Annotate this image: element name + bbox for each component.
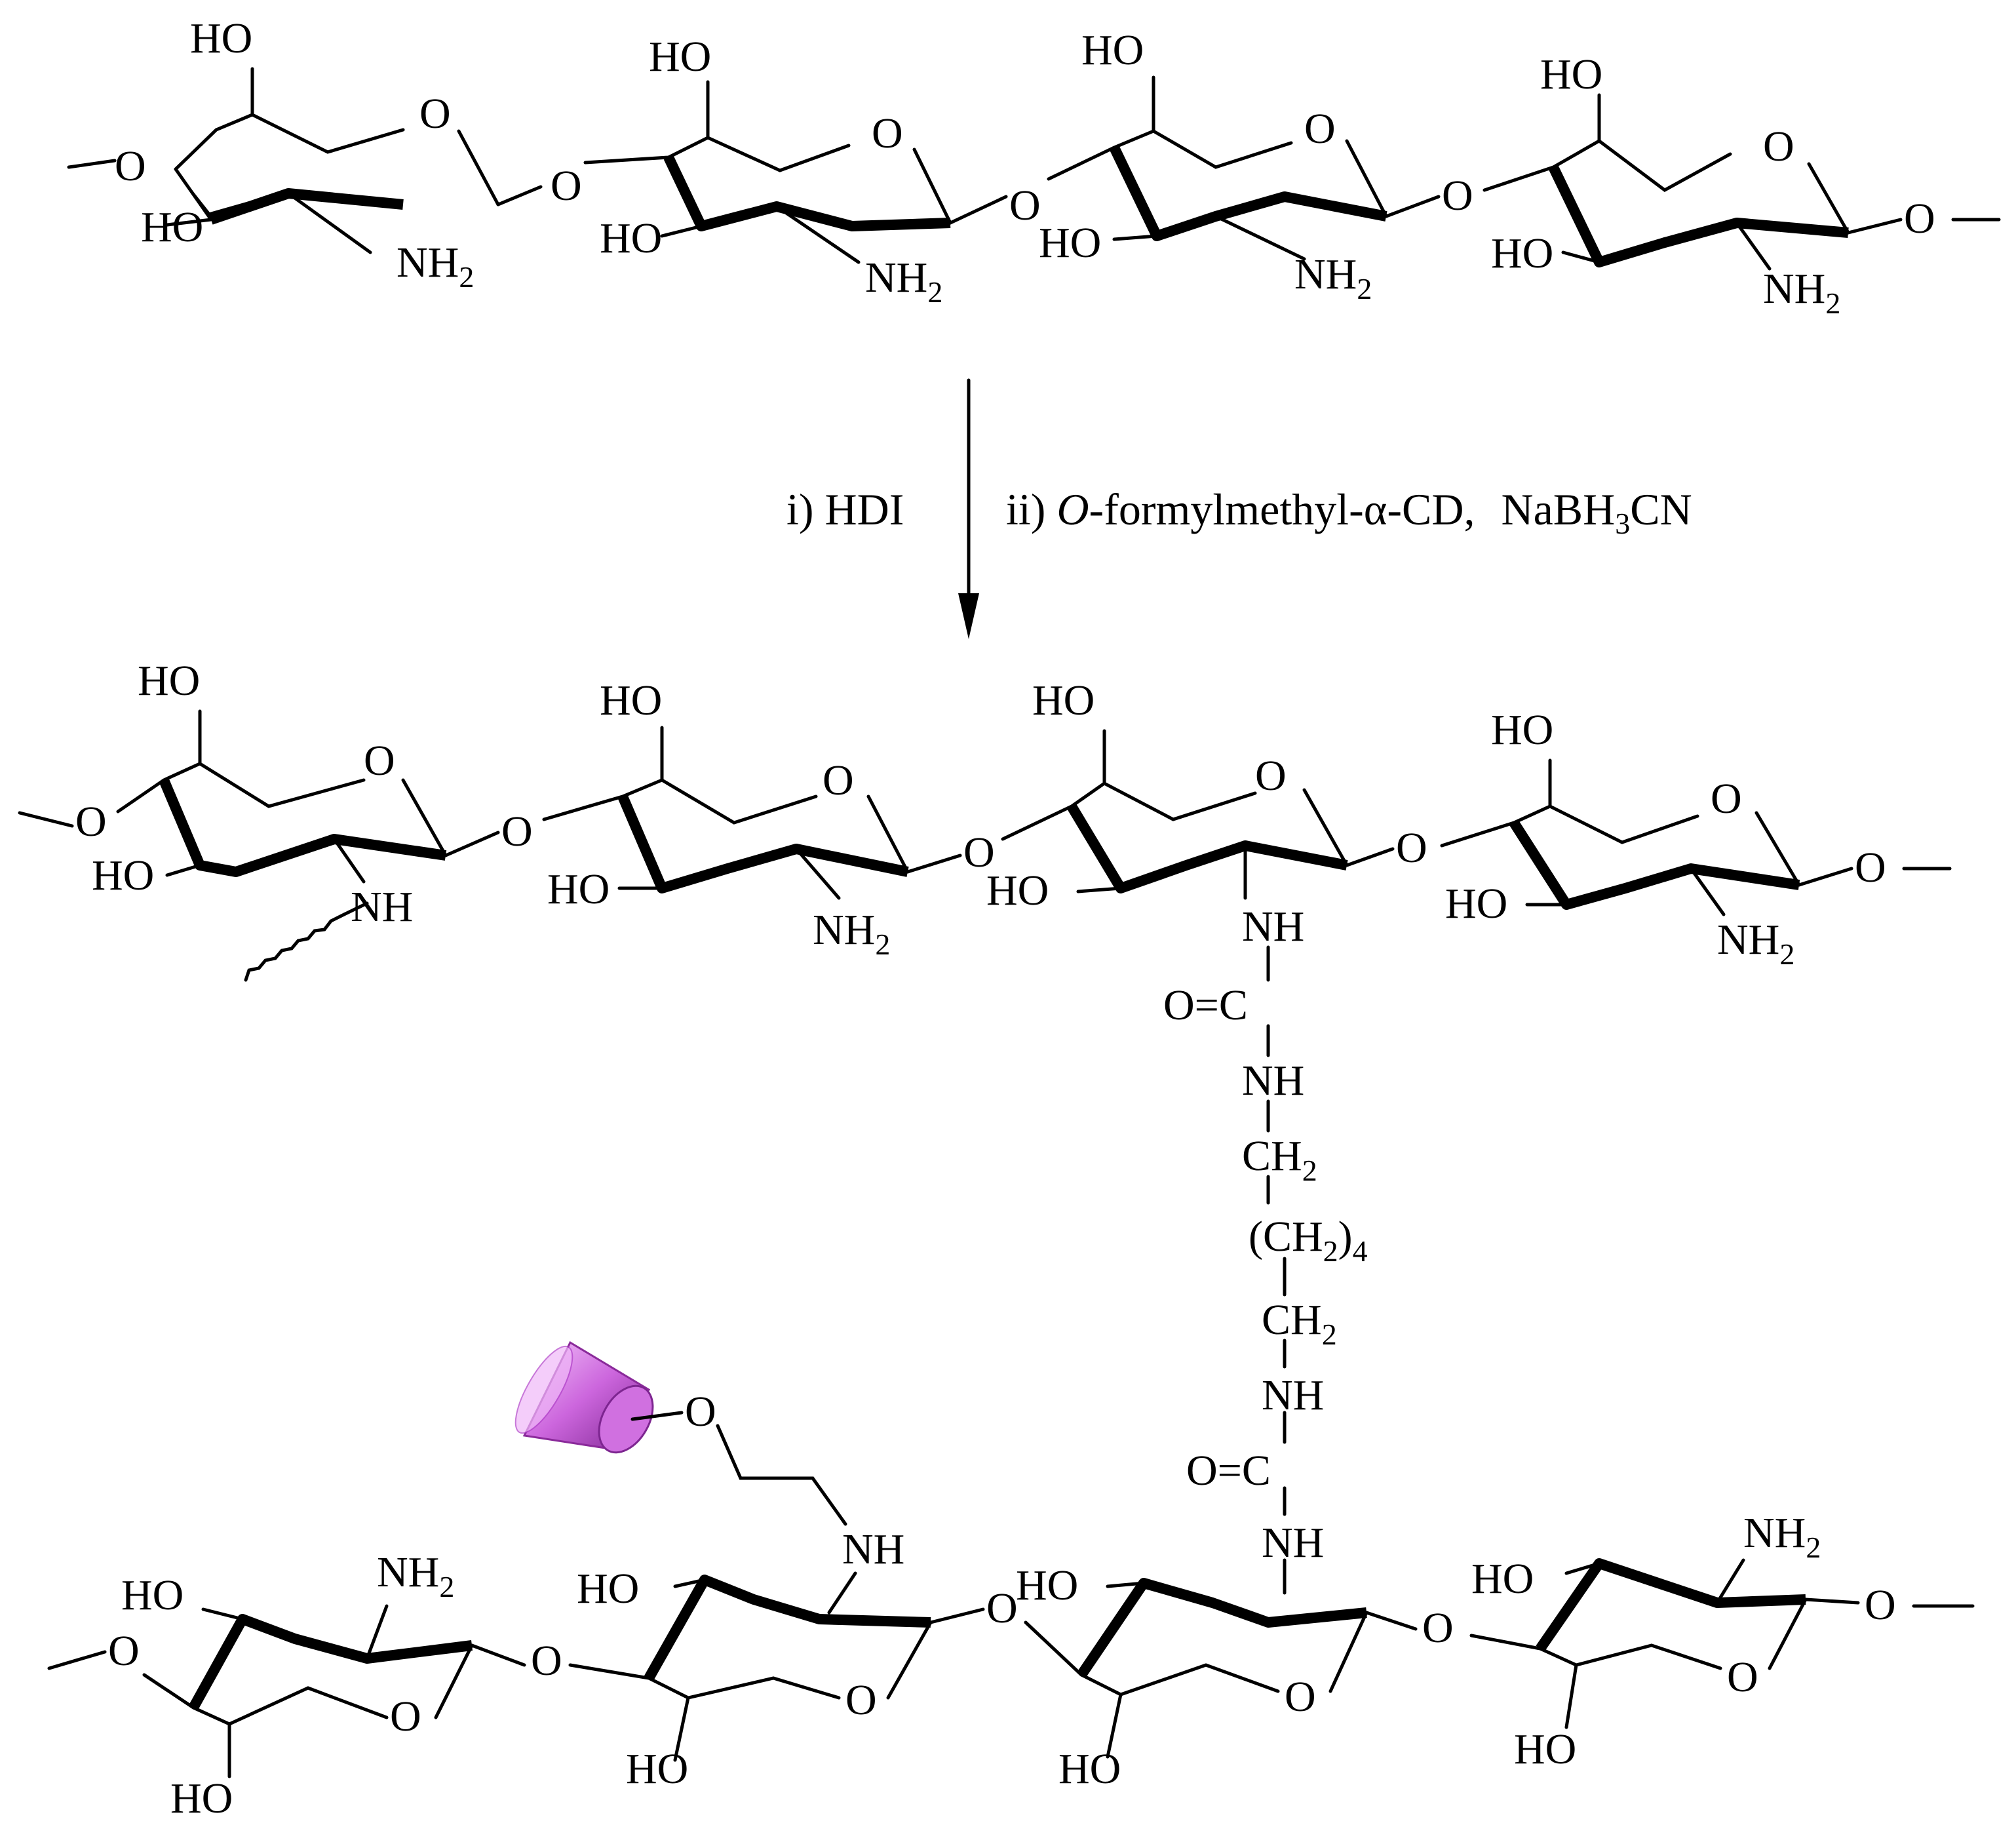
hydroxyl-label: HO bbox=[1514, 1725, 1576, 1773]
hydroxyl-label: HO bbox=[547, 865, 610, 913]
hydroxyl-label: HO bbox=[1016, 1561, 1078, 1609]
ring-oxygen-label: O bbox=[845, 1676, 877, 1724]
glucosamine-ring bbox=[1024, 1578, 1418, 1759]
hydroxyl-label: HO bbox=[170, 1774, 233, 1822]
ring-oxygen-label: O bbox=[1763, 123, 1794, 170]
ring-oxygen-label: O bbox=[1255, 752, 1287, 800]
tetramethylene-label: (CH2)4 bbox=[1249, 1213, 1368, 1268]
glycosidic-oxygen-label: O bbox=[1865, 1581, 1896, 1629]
chitosan-chain-product-upper bbox=[18, 709, 1952, 982]
hydroxyl-label: HO bbox=[138, 657, 200, 705]
glycosidic-oxygen-label: O bbox=[1855, 844, 1886, 892]
hydroxyl-label: HO bbox=[600, 214, 662, 262]
reaction-condition-step1: i) HDI bbox=[786, 484, 904, 534]
alpha-cyclodextrin-cone: O NH bbox=[514, 1341, 904, 1615]
hydroxyl-label: HO bbox=[1540, 50, 1602, 98]
hdi-urea-crosslink: NH O=C NH CH2 (CH2)4 CH2 NH O=C NH bbox=[1163, 903, 1368, 1595]
glycosidic-oxygen-label: O bbox=[551, 162, 582, 210]
glucosamine-ring bbox=[568, 1575, 985, 1762]
amine-label: NH2 bbox=[1717, 916, 1794, 971]
glycosidic-oxygen-label: O bbox=[115, 142, 146, 190]
urea-nh-label: NH bbox=[1262, 1519, 1324, 1567]
hydroxyl-label: HO bbox=[1491, 706, 1553, 754]
ring-oxygen-label: O bbox=[1285, 1673, 1316, 1721]
glycosidic-oxygen-label: O bbox=[1442, 172, 1473, 220]
urea-nh-label: NH bbox=[1262, 1371, 1324, 1419]
secondary-amine-label: NH bbox=[842, 1525, 904, 1573]
hydroxyl-label: HO bbox=[1471, 1555, 1534, 1603]
hydroxyl-label: HO bbox=[986, 867, 1049, 914]
chitosan-chain-reactant bbox=[67, 67, 2001, 271]
urea-nh-label: NH bbox=[1242, 903, 1304, 951]
glycosidic-oxygen-label: O bbox=[108, 1627, 140, 1675]
hydroxyl-label: HO bbox=[1032, 676, 1095, 724]
amine-label: NH2 bbox=[377, 1548, 454, 1603]
ring-oxygen-label: O bbox=[872, 109, 903, 157]
ring-oxygen-label: O bbox=[364, 737, 395, 785]
ring-oxygen-label: O bbox=[419, 90, 451, 138]
glucosamine-ring bbox=[1047, 75, 1441, 261]
hydroxyl-label: HO bbox=[190, 14, 252, 62]
hydroxyl-label: HO bbox=[649, 33, 711, 81]
row2-labels: HO O O HO NH O HO O HO NH2 O HO O HO O H… bbox=[75, 657, 1886, 971]
hydroxyl-label: HO bbox=[1491, 229, 1553, 277]
hydroxyl-label: HO bbox=[600, 676, 662, 724]
hydroxyl-label: HO bbox=[121, 1571, 184, 1619]
glycosidic-oxygen-label: O bbox=[531, 1637, 562, 1685]
carbonyl-label: O=C bbox=[1186, 1447, 1271, 1495]
secondary-amine-label: NH bbox=[351, 883, 413, 931]
glucosamine-ring bbox=[1440, 758, 1952, 916]
hydroxyl-label: HO bbox=[1445, 880, 1507, 928]
chitosan-chain-product-lower bbox=[47, 1558, 1975, 1778]
carbonyl-label: O=C bbox=[1163, 981, 1248, 1029]
hydroxyl-label: HO bbox=[626, 1745, 688, 1793]
hydroxyl-label: HO bbox=[141, 203, 203, 251]
hydroxyl-label: HO bbox=[1058, 1745, 1121, 1793]
amine-label: NH2 bbox=[1763, 265, 1840, 320]
amine-label: NH2 bbox=[397, 239, 474, 294]
amine-label: NH2 bbox=[1743, 1509, 1821, 1564]
methylene-label: CH2 bbox=[1242, 1132, 1317, 1187]
hydroxyl-label: HO bbox=[1039, 219, 1101, 267]
glucosamine-ring bbox=[165, 67, 543, 254]
reaction-arrow bbox=[958, 378, 979, 639]
glycosidic-oxygen-label: O bbox=[501, 808, 533, 855]
ring-oxygen-label: O bbox=[1727, 1653, 1758, 1701]
glucosamine-ring bbox=[116, 709, 500, 982]
glycosidic-oxygen-label: O bbox=[75, 798, 107, 846]
glycosidic-oxygen-label: O bbox=[1904, 195, 1935, 243]
glycosidic-oxygen-label: O bbox=[1396, 824, 1427, 872]
glucosamine-ring bbox=[583, 80, 1008, 264]
hydroxyl-label: HO bbox=[577, 1565, 639, 1613]
methylene-label: CH2 bbox=[1262, 1296, 1337, 1351]
glycosidic-oxygen-label: O bbox=[1009, 182, 1041, 229]
ring-oxygen-label: O bbox=[390, 1693, 421, 1740]
ring-oxygen-label: O bbox=[823, 756, 854, 804]
ether-oxygen-label: O bbox=[685, 1388, 716, 1436]
amine-label: NH2 bbox=[813, 906, 890, 961]
glucosamine-ring bbox=[142, 1604, 526, 1778]
ring-oxygen-label: O bbox=[1304, 105, 1336, 153]
glucosamine-ring bbox=[542, 726, 962, 900]
glycosidic-oxygen-label: O bbox=[1422, 1604, 1454, 1652]
ring-oxygen-label: O bbox=[1711, 775, 1742, 823]
row1-labels: HO O O HO NH2 O HO O HO NH2 O HO O HO NH… bbox=[115, 14, 1935, 320]
amine-label: NH2 bbox=[1294, 250, 1372, 305]
glycosidic-oxygen-label: O bbox=[986, 1584, 1018, 1632]
glucosamine-ring bbox=[1483, 93, 2001, 271]
glycosidic-oxygen-label: O bbox=[963, 829, 995, 876]
amine-label: NH2 bbox=[865, 254, 942, 309]
urea-nh-label: NH bbox=[1242, 1057, 1304, 1105]
row3-labels: O HO NH2 O HO O HO O HO O HO O HO O HO N… bbox=[108, 1509, 1896, 1822]
hydroxyl-label: HO bbox=[1081, 26, 1144, 74]
glucosamine-ring bbox=[1001, 729, 1395, 900]
glucosamine-ring bbox=[1469, 1558, 1975, 1729]
reaction-condition-step2: ii) O-formylmethyl-α-CD,NaBH3CN bbox=[1006, 484, 1692, 540]
hydroxyl-label: HO bbox=[92, 852, 154, 899]
